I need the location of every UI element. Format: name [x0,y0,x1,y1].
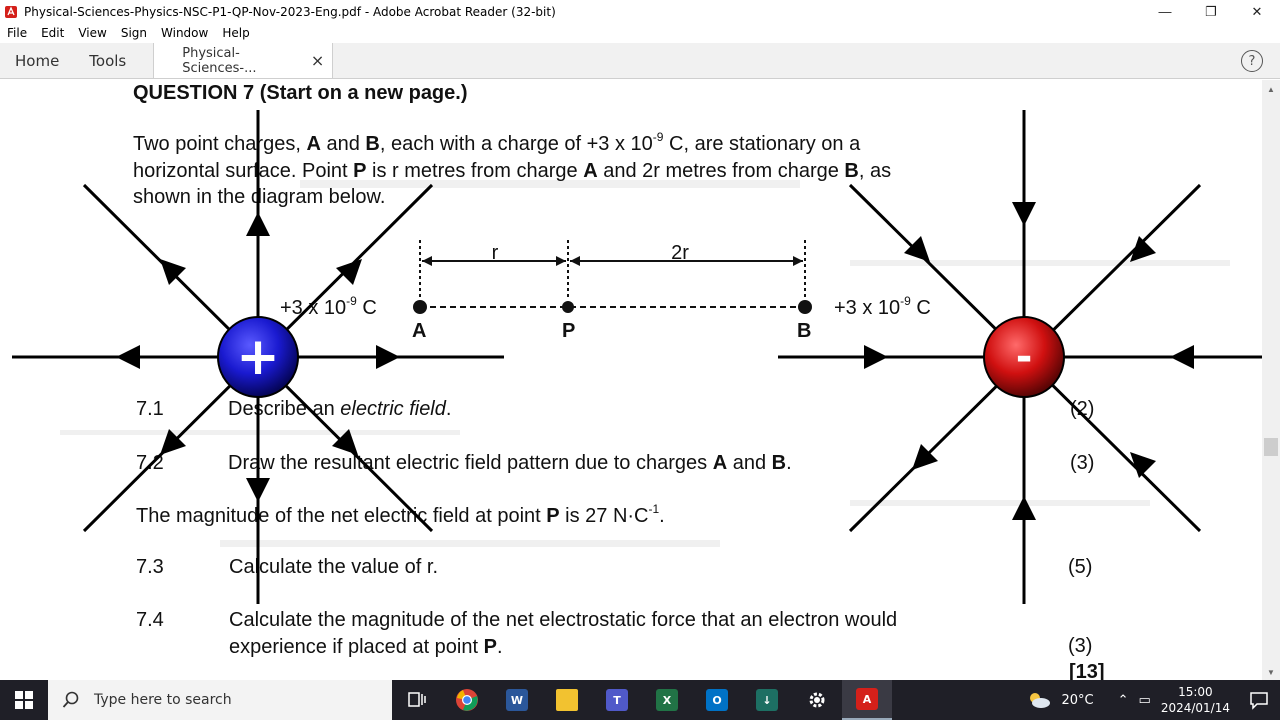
settings-icon[interactable] [792,680,842,720]
q74-number: 7.4 [136,609,164,631]
tab-tools[interactable]: Tools [89,51,127,70]
q73-text: Calculate the value of r. [229,556,438,578]
menu-bar: File Edit View Sign Window Help [0,23,1280,43]
tab-close-icon[interactable]: × [310,51,325,70]
weather-temp[interactable]: 20°C [1061,692,1094,708]
q72-text: Draw the resultant electric field patter… [228,452,792,474]
charge-b-value: +3 x 10-9 C [834,294,931,319]
scroll-thumb[interactable] [1264,438,1278,456]
stem-text: The magnitude of the net electric field … [136,502,665,527]
question-heading: QUESTION 7 (Start on a new page.) [133,82,468,104]
pdf-page: QUESTION 7 (Start on a new page.) Two po… [12,82,1262,680]
minimize-button[interactable]: — [1158,4,1172,19]
tab-home[interactable]: Home [15,51,60,70]
vertical-scrollbar[interactable]: ▲ ▼ [1262,80,1280,680]
tray-chevron-up-icon[interactable]: ⌃ [1117,692,1129,708]
menu-sign[interactable]: Sign [120,26,148,40]
q73-number: 7.3 [136,556,164,578]
green-app-icon[interactable]: ↓ [742,680,792,720]
charge-b-dot [798,300,812,314]
negative-charge-sphere [983,316,1065,398]
distance-r-label: r [492,242,499,264]
q71-marks: (2) [1070,398,1094,420]
charge-a-dot [413,300,427,314]
menu-file[interactable]: File [7,26,28,40]
question-total: [13] [1069,661,1105,680]
document-view[interactable]: QUESTION 7 (Start on a new page.) Two po… [0,80,1262,680]
label-b: B [797,320,811,342]
negative-sign: - [1016,334,1033,380]
point-p-dot [562,301,574,313]
chrome-icon[interactable] [442,680,492,720]
taskbar: Type here to search W T X O ↓ A 20°C ⌃ ▭… [0,680,1280,720]
weather-cloud-icon[interactable] [1026,691,1052,709]
q74-marks: (3) [1068,635,1092,657]
search-icon [62,691,79,708]
window-title: Physical-Sciences-Physics-NSC-P1-QP-Nov-… [24,4,556,19]
help-icon[interactable]: ? [1241,50,1263,72]
positive-sign: + [236,327,280,387]
menu-help[interactable]: Help [222,26,250,40]
q71-number: 7.1 [136,398,164,420]
start-button[interactable] [0,680,48,720]
tab-document-label: Physical-Sciences-... [182,45,257,76]
system-tray: 20°C ⌃ ▭ 15:00 2024/01/14 [1026,684,1280,716]
acrobat-taskbar-icon[interactable]: A [842,680,892,720]
tab-bar: Home Tools Physical-Sciences-... × ? [0,43,1280,79]
q74-line-1: Calculate the magnitude of the net elect… [229,609,897,631]
menu-edit[interactable]: Edit [41,26,65,40]
label-p: P [562,320,575,342]
q71-text: Describe an electric field. [228,398,451,420]
scroll-up-icon[interactable]: ▲ [1267,85,1275,94]
close-button[interactable]: ✕ [1251,3,1263,19]
notification-icon[interactable] [1248,690,1270,710]
excel-icon[interactable]: X [642,680,692,720]
charge-diagram [413,240,812,314]
intro-line-2: horizontal surface. Point P is r metres … [133,160,891,182]
clock-time: 15:00 [1178,685,1213,699]
clock[interactable]: 15:00 2024/01/14 [1161,684,1230,716]
label-a: A [412,320,426,342]
tab-document[interactable]: Physical-Sciences-... × [153,43,334,78]
q73-marks: (5) [1068,556,1092,578]
charge-a-value: +3 x 10-9 C [280,294,377,319]
scroll-down-icon[interactable]: ▼ [1267,668,1275,677]
intro-line-1: Two point charges, A and B, each with a … [133,130,861,155]
task-view-icon[interactable] [392,680,442,720]
search-placeholder: Type here to search [94,692,232,708]
word-icon[interactable]: W [492,680,542,720]
menu-window[interactable]: Window [161,26,209,40]
taskbar-search[interactable]: Type here to search [48,680,392,720]
menu-view[interactable]: View [78,26,107,40]
q72-marks: (3) [1070,452,1094,474]
teams-icon[interactable]: T [592,680,642,720]
maximize-button[interactable]: ❐ [1205,3,1217,19]
acrobat-icon [5,5,17,18]
file-explorer-icon[interactable] [542,680,592,720]
battery-icon[interactable]: ▭ [1138,692,1151,708]
title-bar: Physical-Sciences-Physics-NSC-P1-QP-Nov-… [0,0,1280,23]
outlook-icon[interactable]: O [692,680,742,720]
q74-line-2: experience if placed at point P. [229,636,503,658]
clock-date: 2024/01/14 [1160,701,1230,715]
windows-icon [15,691,33,709]
distance-2r-label: 2r [671,242,689,264]
positive-charge-sphere [217,316,299,398]
